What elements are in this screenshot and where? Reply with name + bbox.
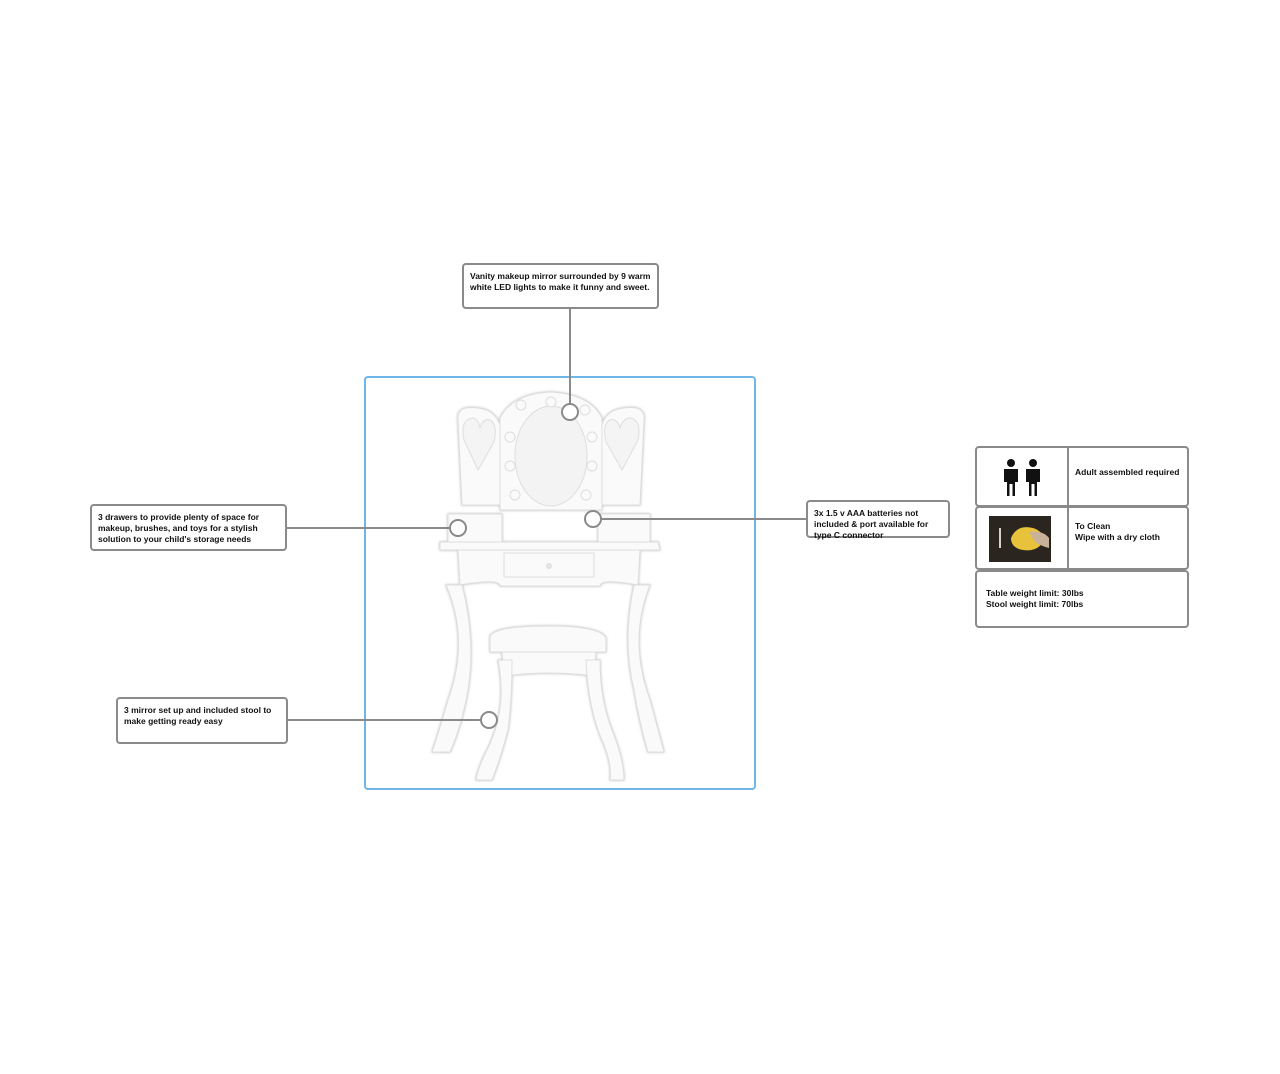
assembly-text: Adult assembled required [1075,467,1180,477]
stool-apron [501,651,597,677]
cleaning-icon-cell [977,508,1069,568]
drawers-callout-text: 3 drawers to provide plenty of space for… [98,512,260,544]
stool-connector-dot [480,711,498,729]
assembly-info-box: Adult assembled required [975,446,1189,507]
batteries-connector-dot [584,510,602,528]
center-oval-mirror [514,405,588,507]
cleaning-info-box: To Clean Wipe with a dry cloth [975,506,1189,570]
two-people-icon [1004,459,1040,496]
assembly-icon-cell [977,448,1069,505]
left-heart-mirror [462,417,496,472]
front-right-leg [627,584,665,753]
mirror-connector-dot [561,403,579,421]
stool-seat [489,625,607,653]
cloth-wipe-icon [989,516,1051,562]
weight-info-box: Table weight limit: 30lbs Stool weight l… [975,570,1189,628]
table-weight-limit: Table weight limit: 30lbs [986,588,1084,598]
mirror-callout: Vanity makeup mirror surrounded by 9 war… [462,263,659,309]
clean-title: To Clean [1075,521,1111,531]
stool-leg-right [585,659,625,781]
stool-callout-text: 3 mirror set up and included stool to ma… [124,705,272,726]
front-left-leg [431,584,472,753]
right-heart-mirror [604,417,640,472]
batteries-callout-text: 3x 1.5 v AAA batteries not included & po… [814,508,929,540]
mirror-callout-text: Vanity makeup mirror surrounded by 9 war… [470,271,651,292]
stool-callout: 3 mirror set up and included stool to ma… [116,697,288,744]
stool-weight-limit: Stool weight limit: 70lbs [986,599,1084,609]
product-image-frame [364,376,756,790]
drawers-connector-dot [449,519,467,537]
table-top [439,541,661,551]
clean-text: Wipe with a dry cloth [1075,532,1160,542]
drawers-callout: 3 drawers to provide plenty of space for… [90,504,287,551]
batteries-callout: 3x 1.5 v AAA batteries not included & po… [806,500,950,540]
